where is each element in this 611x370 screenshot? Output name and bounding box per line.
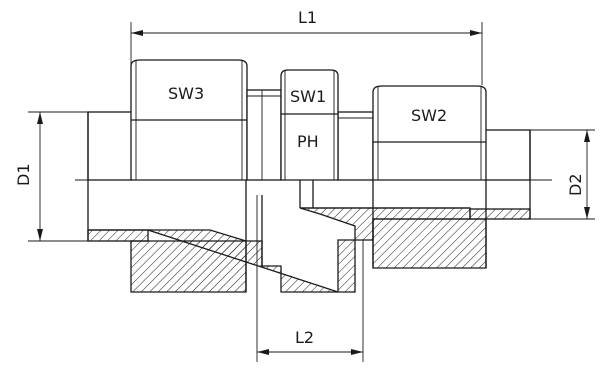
nut-sw2: SW2	[372, 85, 487, 181]
label-d2: D2	[566, 174, 585, 197]
body-neck-left	[246, 89, 282, 181]
nut-sw3: SW3	[130, 59, 248, 181]
label-l1: L1	[298, 8, 317, 27]
label-sw2: SW2	[411, 106, 447, 125]
label-l2: L2	[295, 328, 314, 347]
body-neck-right	[337, 111, 374, 181]
body-hex-sw1: SW1 PH	[280, 69, 339, 181]
label-ph: PH	[297, 132, 319, 151]
label-sw1: SW1	[290, 87, 326, 106]
left-tube	[87, 111, 133, 241]
section-view	[87, 180, 531, 293]
dimension-d2: D2	[530, 129, 595, 220]
dimension-l2: L2	[256, 195, 364, 362]
dimension-l1: L1	[130, 8, 483, 85]
label-sw3: SW3	[168, 84, 204, 103]
dimension-d1: D1	[14, 111, 88, 242]
label-d1: D1	[14, 164, 33, 187]
right-tube	[484, 129, 531, 219]
